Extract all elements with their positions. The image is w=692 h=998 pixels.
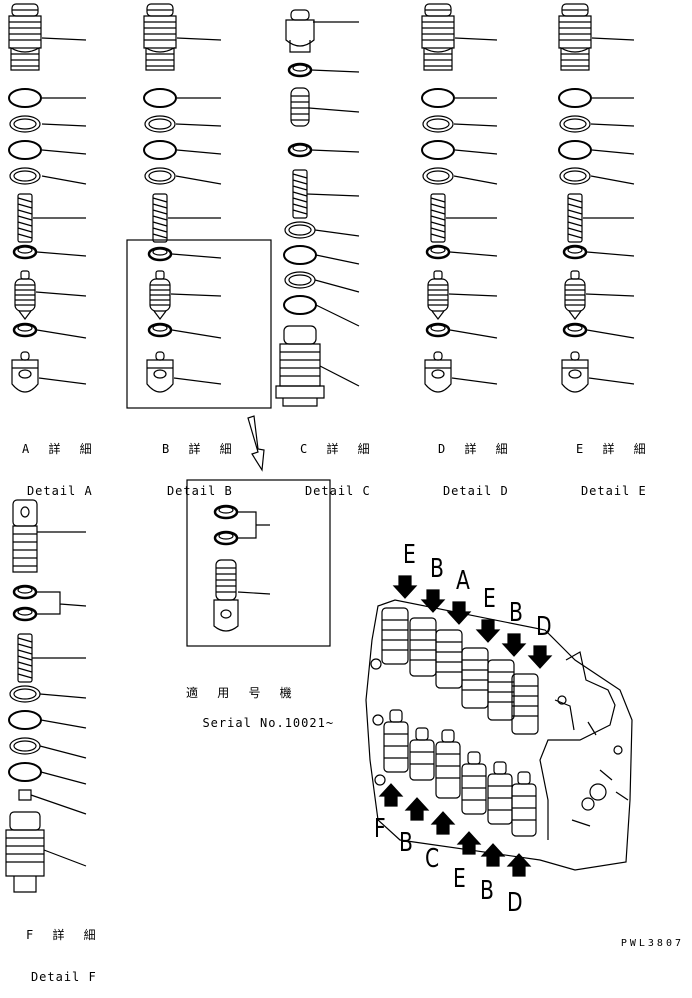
- detail-f-label: F 詳 細 Detail F: [26, 900, 102, 998]
- top-letter-1: E: [403, 540, 416, 570]
- detail-f-parts: [5, 499, 87, 893]
- top-plugs: [381, 607, 539, 735]
- bottom-letter-4: E: [453, 864, 466, 894]
- detail-a-ja: A 詳 細: [22, 442, 98, 456]
- detail-e-ja: E 詳 細: [576, 442, 652, 456]
- detail-a-label: A 詳 細 Detail A: [22, 414, 98, 512]
- detail-c-parts: [275, 9, 360, 407]
- detail-e-en: Detail E: [580, 484, 647, 498]
- detail-c-en: Detail C: [304, 484, 371, 498]
- detail-d-parts: [421, 3, 498, 393]
- detail-d-label: D 詳 細 Detail D: [438, 414, 514, 512]
- detail-b-en: Detail B: [166, 484, 233, 498]
- detail-d-en: Detail D: [442, 484, 509, 498]
- detail-b-inset-box: [126, 239, 272, 409]
- bottom-valves: [383, 709, 537, 837]
- bottom-letter-3: C: [425, 844, 440, 874]
- serial-ja: 適 用 号 機: [186, 686, 298, 700]
- top-letter-4: E: [483, 584, 496, 614]
- bottom-letter-1: F: [374, 814, 386, 844]
- bottom-letter-5: B: [480, 876, 494, 906]
- detail-f-ja: F 詳 細: [26, 928, 102, 942]
- valve-assembly: [365, 599, 633, 871]
- top-letter-3: A: [456, 566, 470, 596]
- detail-b-ja: B 詳 細: [162, 442, 238, 456]
- detail-c-ja: C 詳 細: [300, 442, 376, 456]
- parts-diagram: [5, 3, 635, 893]
- arrows: [378, 575, 553, 877]
- detail-b-label: B 詳 細 Detail B: [162, 414, 238, 512]
- detail-c-label: C 詳 細 Detail C: [300, 414, 376, 512]
- serial-inset-parts: [186, 479, 331, 647]
- bottom-letter-6: D: [507, 888, 523, 918]
- detail-f-en: Detail F: [30, 970, 97, 984]
- top-letter-2: B: [430, 554, 444, 584]
- detail-a-en: Detail A: [26, 484, 93, 498]
- detail-a-parts: [8, 3, 87, 393]
- serial-label: 適 用 号 機 Serial No.10021~: [186, 656, 334, 731]
- hollow-arrow-icon: [247, 415, 265, 472]
- serial-en: Serial No.10021~: [202, 716, 335, 730]
- top-letter-5: B: [509, 598, 523, 628]
- bottom-letter-2: B: [399, 828, 413, 858]
- detail-e-parts: [558, 3, 635, 393]
- top-letter-6: D: [536, 612, 552, 642]
- drawing-code: PWL3807: [620, 938, 684, 949]
- detail-b-parts: [126, 3, 272, 472]
- detail-d-ja: D 詳 細: [438, 442, 514, 456]
- detail-e-label: E 詳 細 Detail E: [576, 414, 652, 512]
